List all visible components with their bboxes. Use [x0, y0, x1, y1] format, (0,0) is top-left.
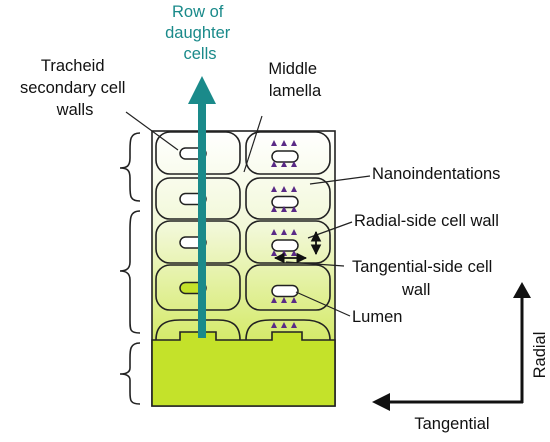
radial-wall-label: Radial-side cell wall — [354, 212, 499, 230]
cell-wall — [245, 177, 331, 220]
nanoindentation-mark — [281, 229, 287, 235]
tangential-wall-label: Tangential-side cell wall — [352, 258, 497, 299]
nanoindentation-mark — [271, 206, 277, 212]
leader-tracheid — [125, 111, 179, 151]
forming-cell-right — [245, 319, 331, 341]
nanoindentation-mark — [291, 186, 297, 192]
nanoindentation-mark — [291, 161, 297, 167]
nanoindent-label: Nanoindentations — [372, 165, 500, 183]
lumen — [271, 195, 299, 209]
nanoindentation-mark — [271, 297, 277, 303]
nanoindentation-mark — [281, 297, 287, 303]
nanoindentation-mark — [291, 297, 297, 303]
row-arrow-shaft — [198, 98, 206, 338]
cell-wall — [245, 264, 331, 311]
nanoindentation-mark — [281, 140, 287, 146]
nanoindentation-mark — [291, 140, 297, 146]
leader-lamella — [243, 115, 263, 173]
lumen-label: Lumen — [352, 308, 402, 326]
lumen — [271, 284, 299, 298]
axes — [372, 282, 531, 411]
nanoindentation-mark — [291, 229, 297, 235]
nanoindentation-mark — [281, 161, 287, 167]
left-brackets — [119, 132, 141, 405]
nanoindentation-mark — [271, 229, 277, 235]
nanoindentation-mark — [271, 161, 277, 167]
cell-wall — [245, 131, 331, 175]
row-arrow — [188, 76, 216, 338]
leader-nanoindent — [309, 175, 371, 185]
nanoindentation-mark — [281, 322, 287, 328]
bracket-top — [119, 132, 141, 202]
nanoindentation-mark — [281, 206, 287, 212]
leader-lumen — [295, 291, 351, 317]
tracheid-label: Tracheid secondary cell walls — [20, 57, 130, 119]
row-arrow-head — [188, 76, 216, 104]
nanoindentation-mark — [271, 322, 277, 328]
row-label: Row of daughter cells — [165, 3, 235, 63]
nanoindentation-mark — [291, 206, 297, 212]
radial-axis-head — [513, 282, 531, 298]
nanoindentation-mark — [271, 140, 277, 146]
lamella-label: Middle lamella — [268, 60, 322, 100]
tangential-axis-head — [372, 393, 390, 411]
radial-axis-label: Radial — [531, 332, 549, 379]
bracket-middle — [119, 210, 141, 334]
cambium-zone — [151, 331, 336, 407]
tangential-axis-label: Tangential — [414, 415, 489, 433]
bracket-bottom — [119, 342, 141, 405]
lumen — [271, 150, 299, 163]
nanoindentation-mark — [281, 186, 287, 192]
lumen — [271, 239, 299, 252]
nanoindentation-mark — [271, 186, 277, 192]
nanoindentation-mark — [291, 322, 297, 328]
